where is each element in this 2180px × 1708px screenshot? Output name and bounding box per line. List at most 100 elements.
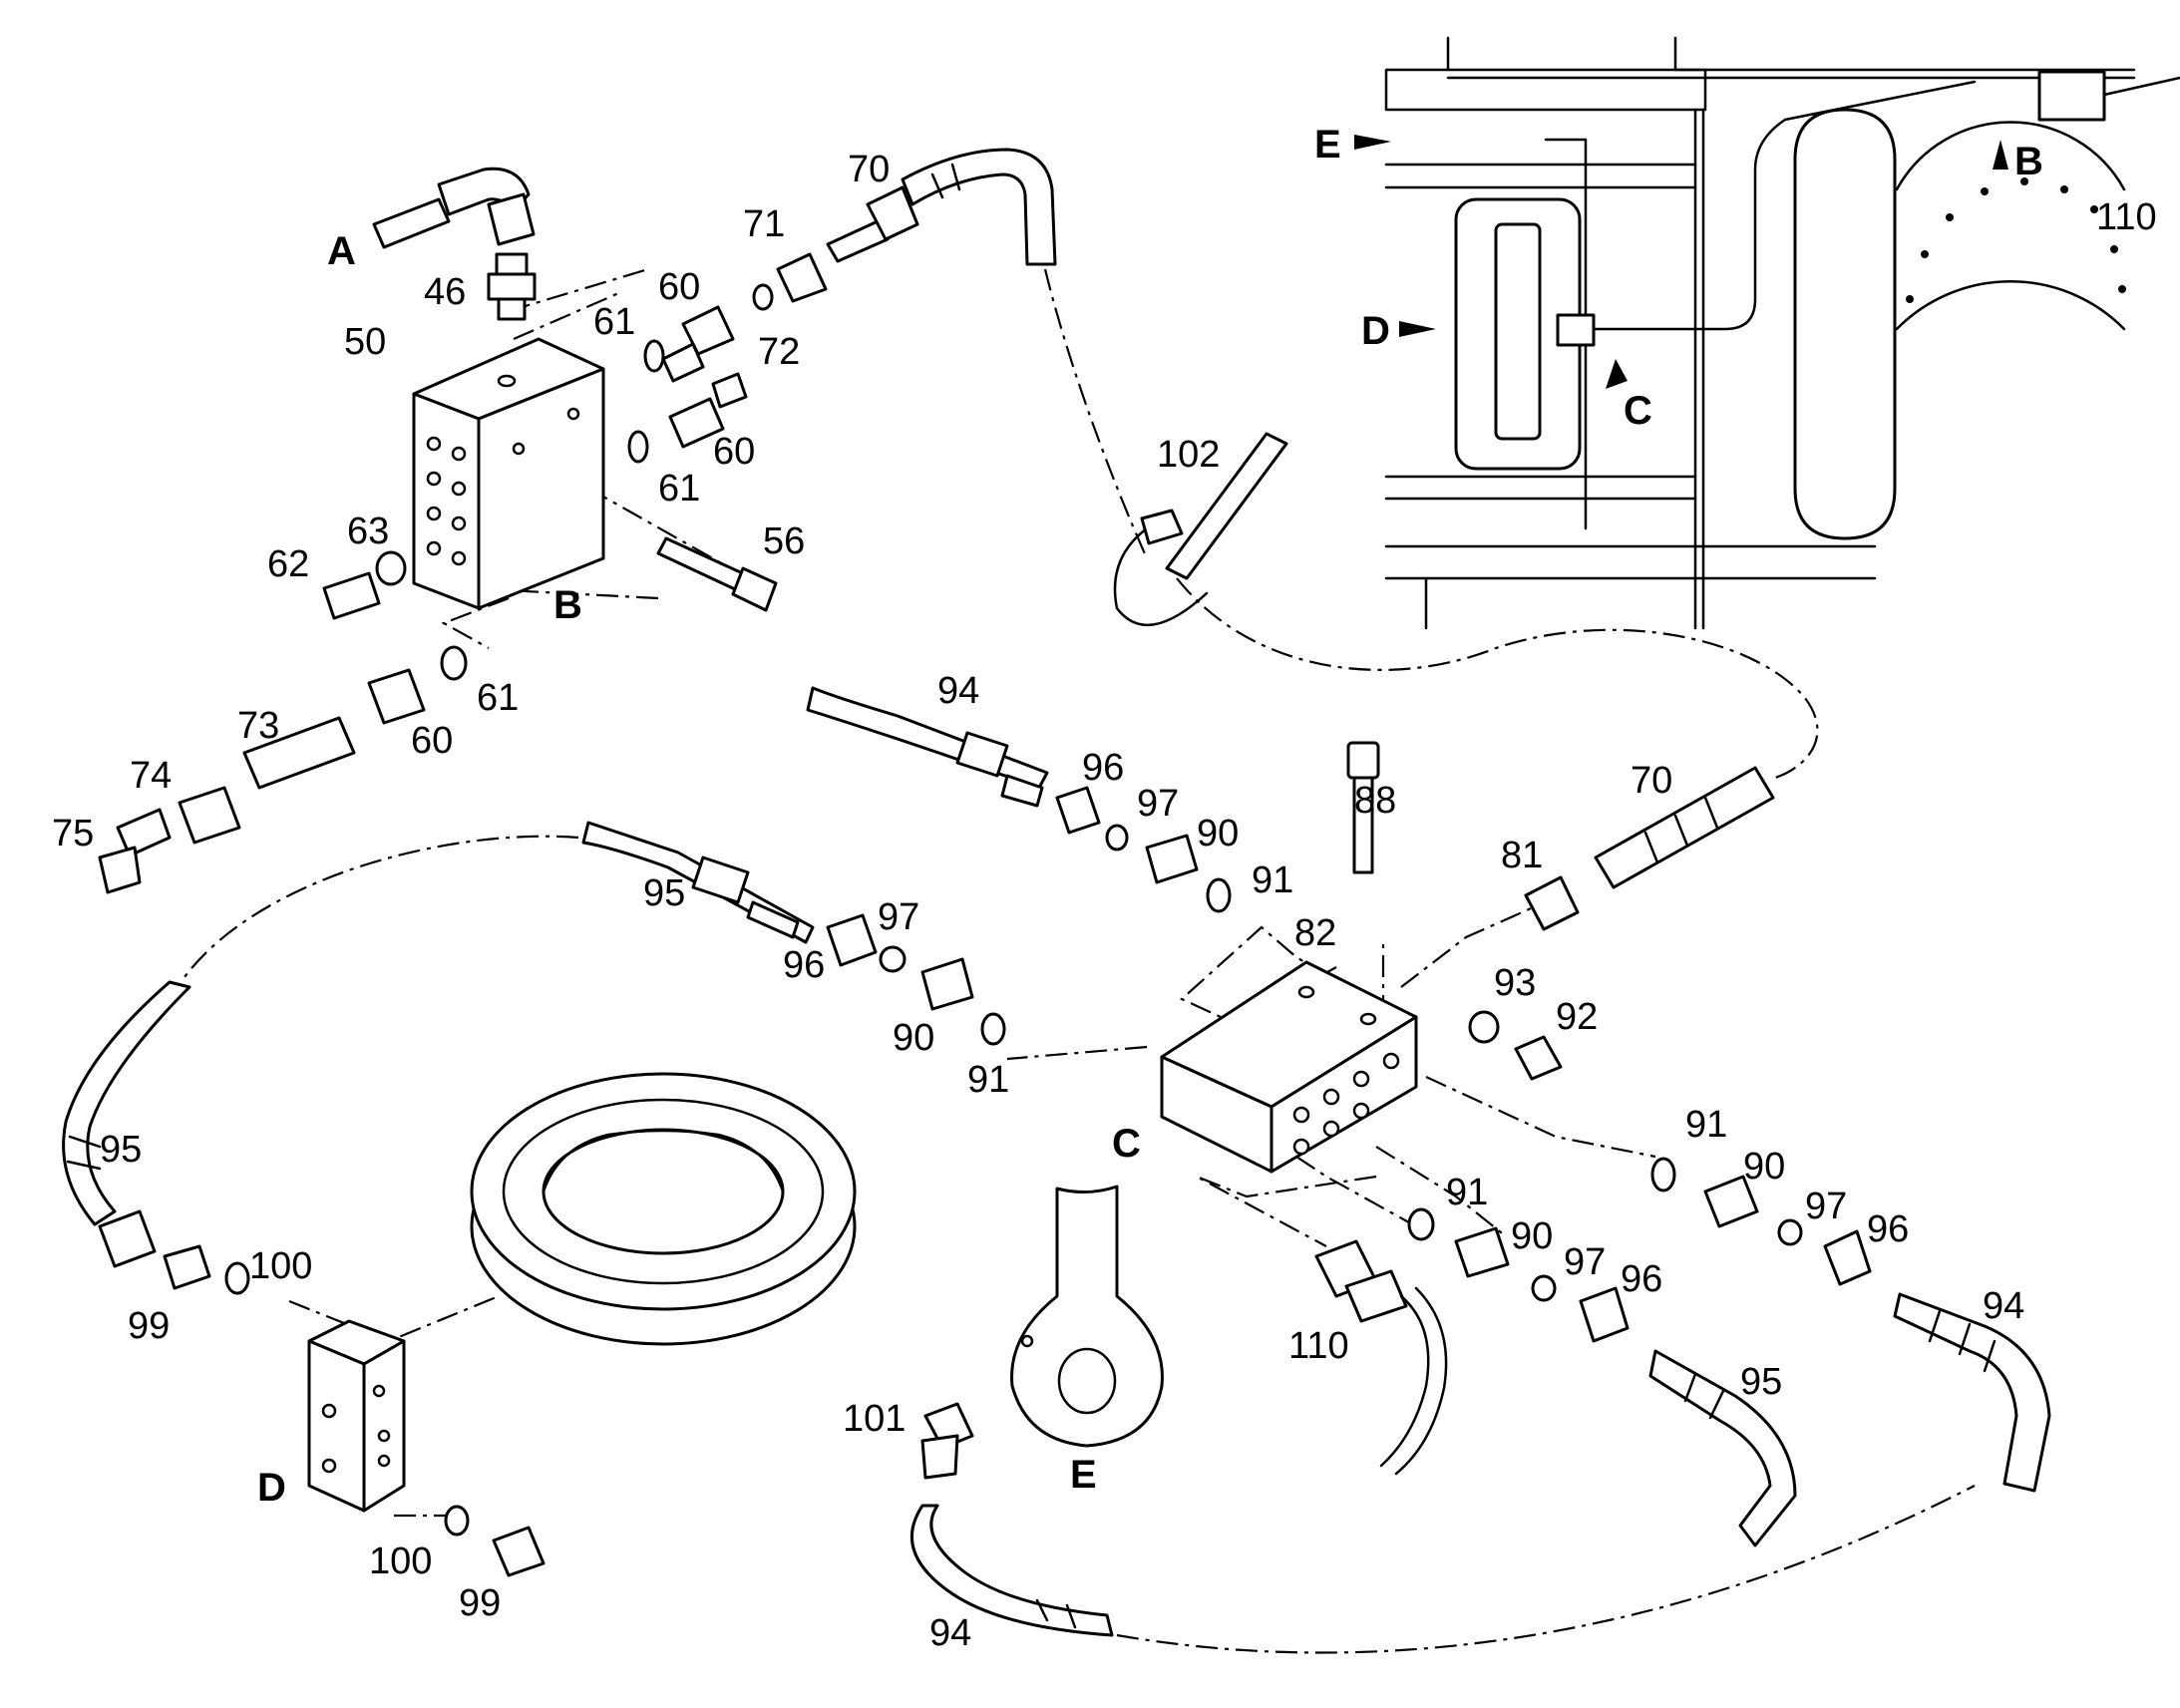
- label-91a: 91: [1252, 859, 1293, 901]
- part-95-hose-left: [62, 980, 191, 1226]
- label-100a: 100: [249, 1245, 312, 1287]
- arrow-b: [1993, 140, 2008, 170]
- inset-letter-c: C: [1624, 389, 1652, 433]
- inset-arrows: [1354, 135, 2008, 389]
- label-95c: 95: [100, 1129, 142, 1171]
- right-fitting-chains: [1407, 1157, 1872, 1343]
- middle-fitting-chain: [826, 913, 1006, 1046]
- label-46: 46: [424, 271, 466, 313]
- label-95a: 95: [643, 872, 685, 914]
- part-number-labels: 50 46 61 60 71 72 70 60 61 56 63 62 61 7…: [52, 149, 2157, 1654]
- label-97d: 97: [1564, 1241, 1606, 1283]
- arrow-e: [1354, 135, 1391, 150]
- label-96a: 96: [1082, 747, 1124, 789]
- label-81: 81: [1501, 835, 1543, 876]
- label-90c: 90: [1743, 1146, 1785, 1188]
- label-97b: 97: [878, 896, 919, 938]
- inset-letter-d: D: [1361, 309, 1390, 353]
- label-96b: 96: [783, 944, 825, 986]
- part-94-hose-top: [806, 686, 1049, 808]
- part-92-93: [1468, 1010, 1563, 1081]
- block-b-fittings: [322, 252, 828, 681]
- part-102-cable-tie: [1113, 432, 1288, 626]
- label-102: 102: [1157, 434, 1220, 476]
- block-c: [1160, 960, 1418, 1174]
- label-61c: 61: [477, 677, 519, 719]
- label-61b: 61: [658, 468, 700, 510]
- label-60c: 60: [411, 720, 453, 762]
- block-b: [412, 337, 605, 610]
- inset-ring-holes: [1906, 177, 2126, 303]
- inset-window: [1494, 222, 1542, 441]
- top-right-fitting-chain: [1055, 786, 1232, 913]
- label-70b: 70: [1631, 760, 1672, 802]
- part-110-lower: [1314, 1239, 1448, 1476]
- label-74: 74: [130, 755, 172, 797]
- label-60a: 60: [658, 266, 700, 308]
- letter-e-part: E: [1070, 1453, 1097, 1497]
- inset-oval-chamber: [1793, 108, 1897, 540]
- label-95b: 95: [1740, 1361, 1782, 1403]
- letter-c-block: C: [1112, 1122, 1141, 1166]
- label-100b: 100: [369, 1540, 432, 1582]
- part-88-bolt: [1346, 741, 1380, 874]
- label-50: 50: [344, 321, 386, 363]
- label-70a: 70: [848, 149, 890, 190]
- letter-d-block: D: [257, 1466, 286, 1510]
- label-90a: 90: [1197, 813, 1239, 854]
- label-94a: 94: [937, 670, 979, 712]
- arrow-c: [1606, 359, 1628, 389]
- part-95-hose-right: [1648, 1349, 1797, 1547]
- label-90b: 90: [893, 1017, 934, 1059]
- label-73: 73: [237, 705, 279, 747]
- part-a-elbow: [372, 167, 536, 249]
- part-46-fitting: [487, 252, 537, 321]
- left-fitting-chain: [98, 668, 426, 894]
- letter-b-block: B: [553, 583, 582, 627]
- part-81-70-right: [1524, 766, 1775, 931]
- inset-block-c: [1556, 313, 1596, 347]
- label-60b: 60: [713, 431, 755, 473]
- label-93: 93: [1494, 962, 1536, 1004]
- label-97a: 97: [1137, 783, 1179, 825]
- letter-a: A: [327, 229, 356, 273]
- label-63: 63: [347, 511, 389, 552]
- label-72: 72: [758, 331, 800, 373]
- part-95-hose-middle: [581, 821, 815, 944]
- letter-labels: A B C D E E D C B: [257, 123, 2043, 1510]
- label-82: 82: [1294, 912, 1336, 954]
- label-101: 101: [843, 1398, 906, 1440]
- left-lower-fittings: [98, 1209, 250, 1295]
- inset-letter-b: B: [2014, 140, 2043, 183]
- label-75: 75: [52, 813, 94, 854]
- label-99b: 99: [459, 1582, 501, 1624]
- label-94c: 94: [929, 1612, 971, 1654]
- label-91c: 91: [1685, 1104, 1727, 1146]
- label-94b: 94: [1983, 1285, 2024, 1327]
- inset-machine-frame: [1384, 36, 2180, 630]
- block-d: [307, 1319, 406, 1513]
- label-96c: 96: [1867, 1208, 1909, 1250]
- inset-letter-e: E: [1314, 123, 1341, 167]
- part-e-lever: [1010, 1185, 1164, 1448]
- block-d-fittings: [444, 1505, 545, 1577]
- label-91d: 91: [1446, 1172, 1488, 1213]
- inset-part-110: [2037, 70, 2106, 122]
- label-96d: 96: [1621, 1258, 1662, 1300]
- label-97c: 97: [1805, 1186, 1847, 1227]
- label-56: 56: [763, 520, 805, 562]
- part-94-hose-right: [1893, 1292, 2051, 1493]
- part-101-elbow: [920, 1402, 974, 1480]
- part-70-hose-top: [826, 148, 1057, 266]
- arrow-d: [1399, 321, 1436, 337]
- label-99a: 99: [128, 1305, 170, 1347]
- label-71: 71: [743, 203, 785, 245]
- part-94-hose-lower: [909, 1504, 1114, 1637]
- label-110b: 110: [2096, 196, 2157, 238]
- label-88: 88: [1354, 780, 1396, 822]
- label-92: 92: [1556, 996, 1598, 1038]
- label-110a: 110: [1288, 1325, 1349, 1367]
- part-56-bolt: [656, 536, 778, 612]
